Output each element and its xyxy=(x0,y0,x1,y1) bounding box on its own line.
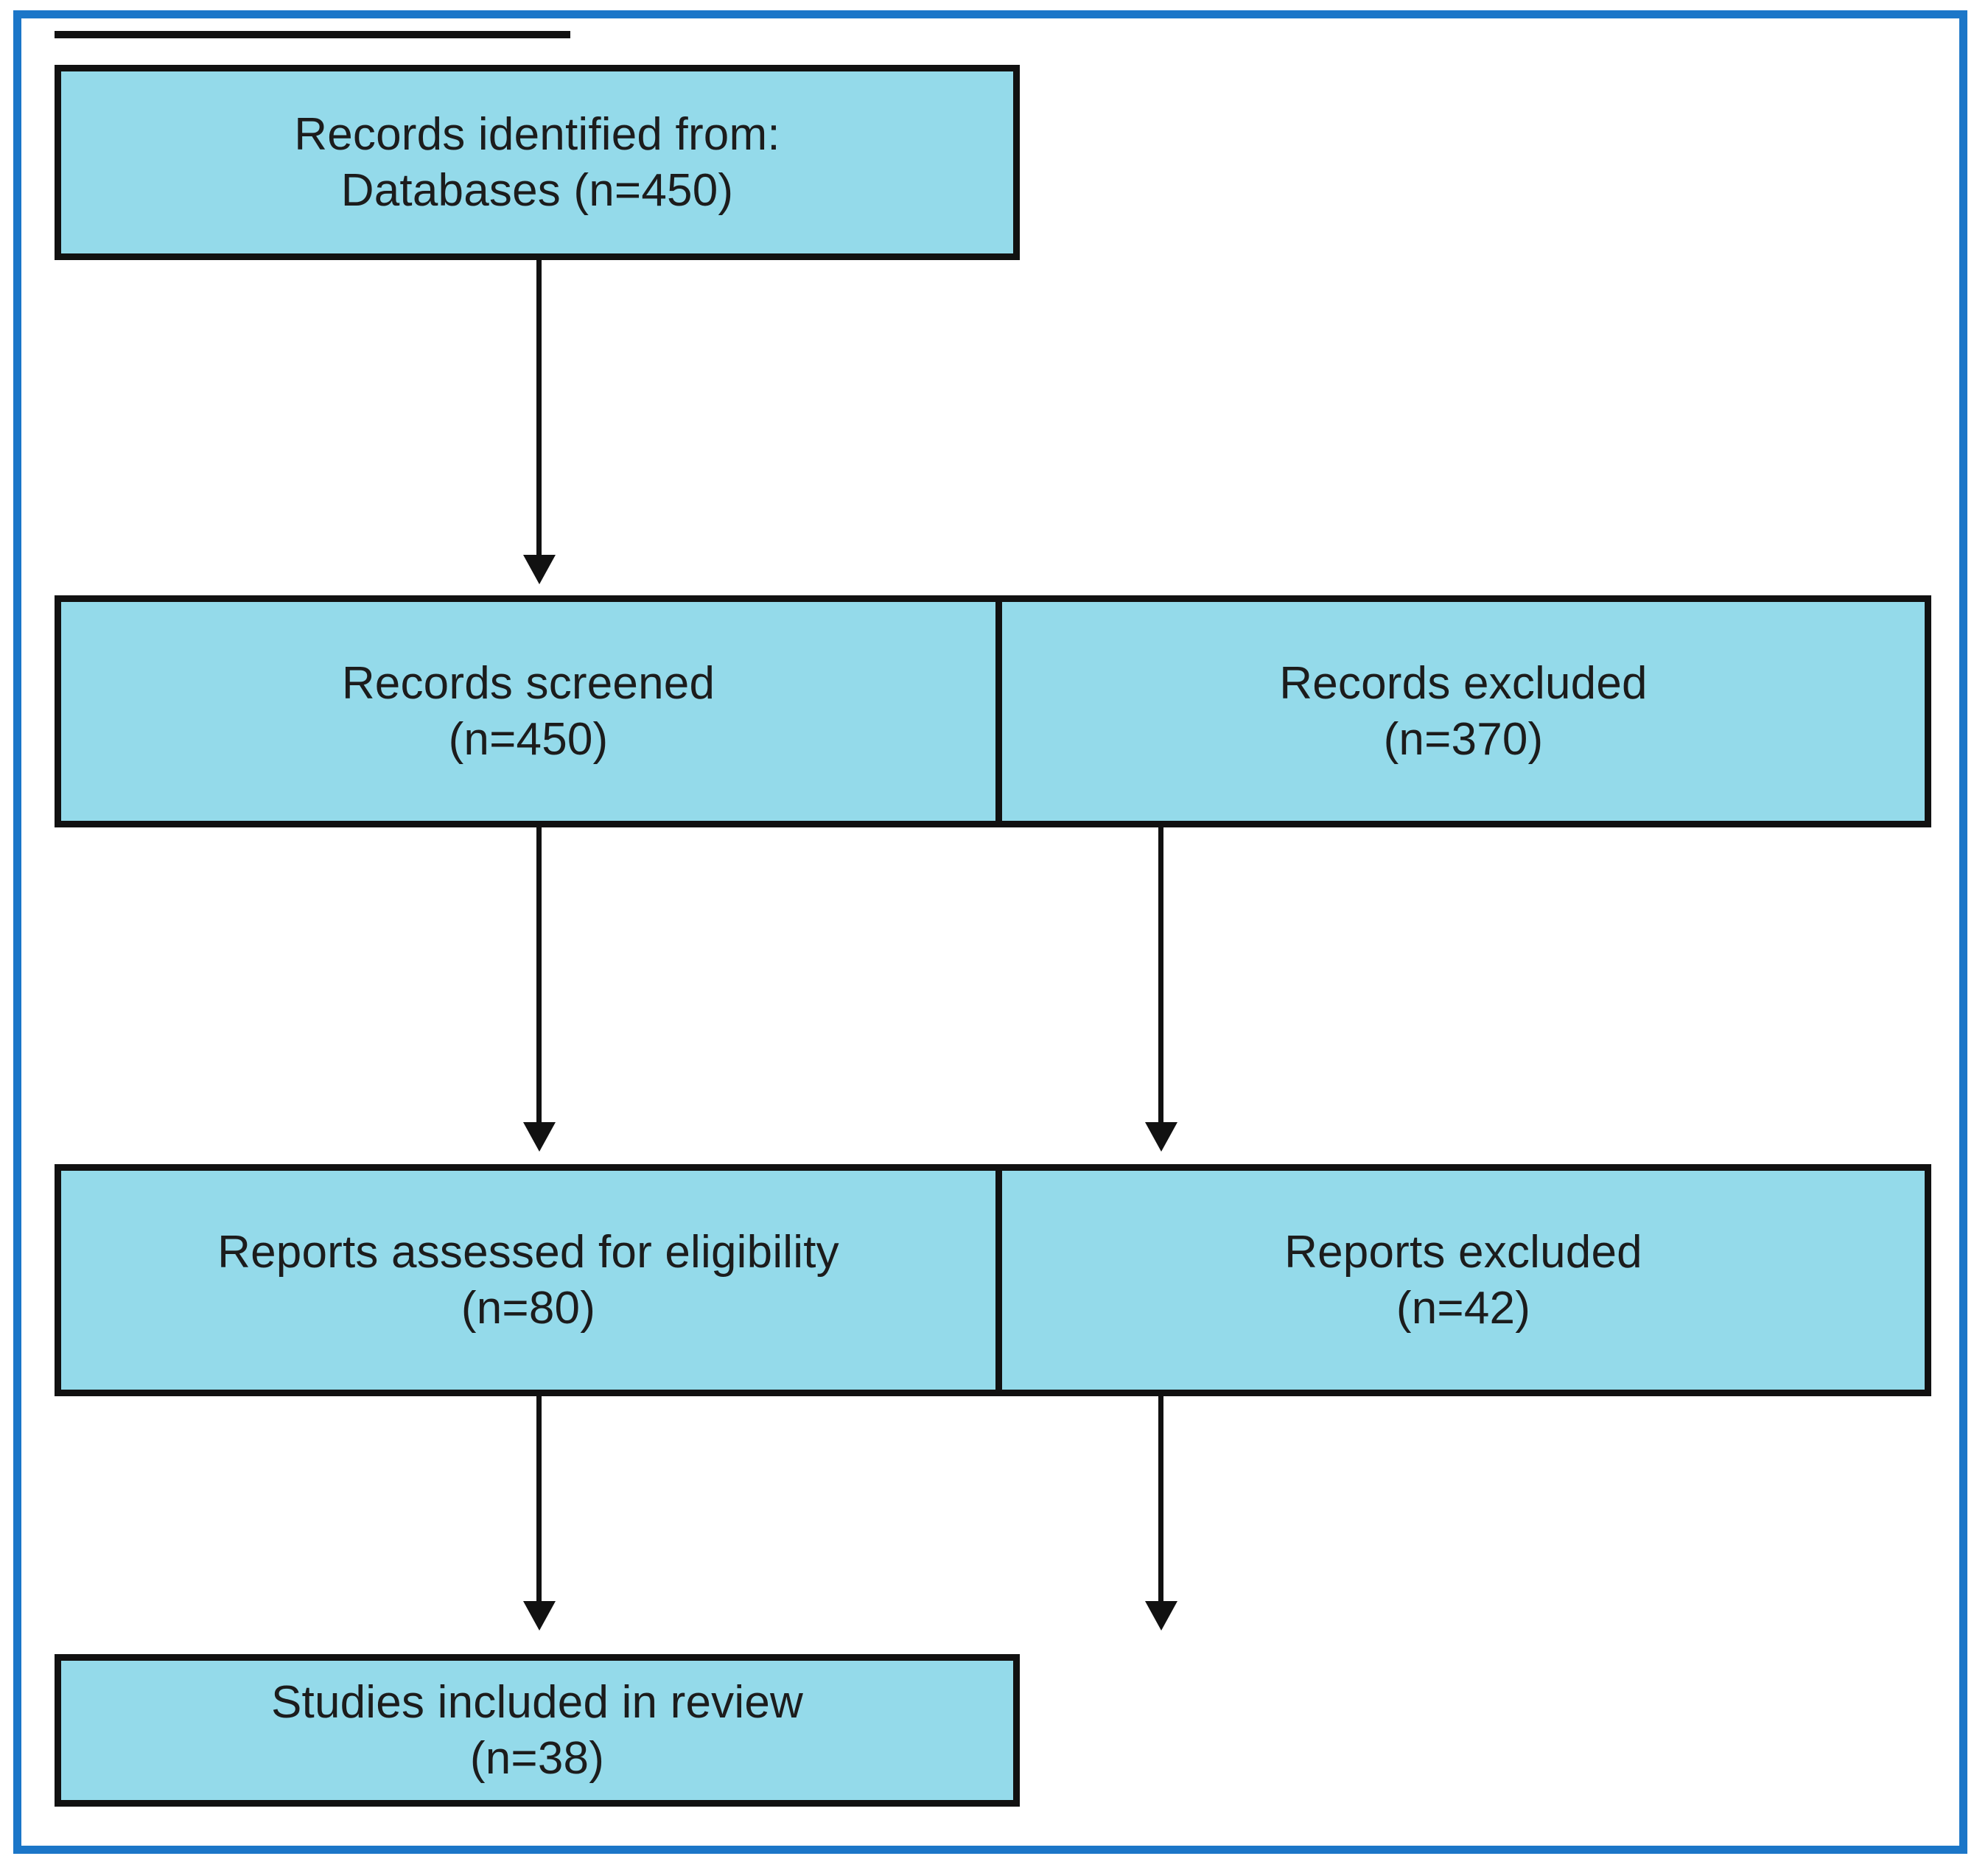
diagram-outer-frame xyxy=(13,10,1967,1854)
arrowhead-reports-excluded-terminus xyxy=(1145,1601,1177,1631)
node-records-identified[interactable]: Records identified from: Databases (n=45… xyxy=(55,65,1020,260)
node-reports-excluded-label: Reports excluded (n=42) xyxy=(1284,1226,1642,1334)
connector-identified-to-screened xyxy=(536,260,542,564)
node-records-screened[interactable]: Records screened (n=450) xyxy=(55,595,1002,827)
node-records-excluded-label: Records excluded (n=370) xyxy=(1279,657,1648,765)
node-reports-assessed-eligibility-label: Reports assessed for eligibility (n=80) xyxy=(217,1226,839,1334)
node-records-screened-label: Records screened (n=450) xyxy=(341,657,715,765)
node-reports-assessed-eligibility[interactable]: Reports assessed for eligibility (n=80) xyxy=(55,1164,1002,1396)
arrowhead-screened-to-eligibility xyxy=(523,1122,556,1152)
arrowhead-eligibility-to-included xyxy=(523,1601,556,1631)
connector-reports-excluded-terminus xyxy=(1158,1396,1163,1610)
arrowhead-records-excluded-branch xyxy=(1145,1122,1177,1152)
node-studies-included-label: Studies included in review (n=38) xyxy=(270,1676,804,1784)
connector-records-excluded-branch xyxy=(1158,827,1163,1131)
arrowhead-identified-to-screened xyxy=(523,555,556,584)
node-reports-excluded[interactable]: Reports excluded (n=42) xyxy=(995,1164,1931,1396)
node-records-excluded[interactable]: Records excluded (n=370) xyxy=(995,595,1931,827)
connector-screened-to-eligibility xyxy=(536,827,542,1131)
top-rule-decoration xyxy=(55,31,570,38)
node-records-identified-label: Records identified from: Databases (n=45… xyxy=(294,108,780,216)
node-studies-included[interactable]: Studies included in review (n=38) xyxy=(55,1654,1020,1807)
connector-eligibility-to-included xyxy=(536,1396,542,1610)
